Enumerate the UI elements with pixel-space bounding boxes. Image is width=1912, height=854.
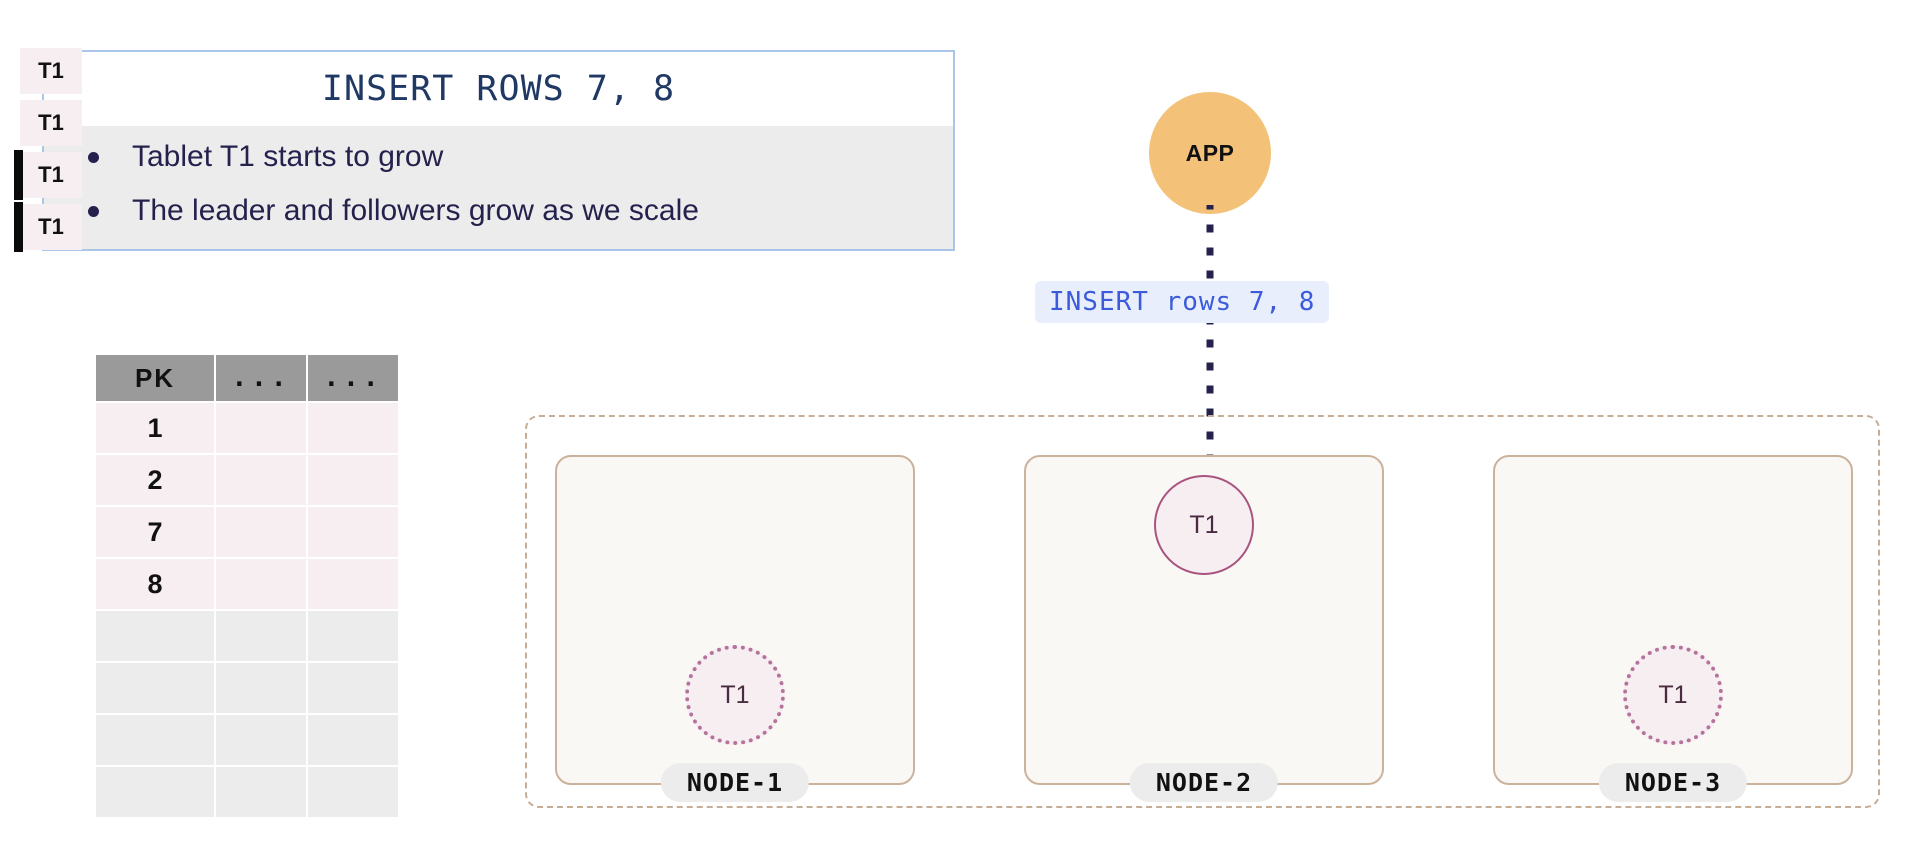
column-header-ellipsis-2: ... — [308, 355, 398, 401]
callout-title: INSERT ROWS 7, 8 — [44, 52, 953, 126]
table-row — [96, 611, 400, 661]
callout-box: INSERT ROWS 7, 8 Tablet T1 starts to gro… — [42, 50, 955, 251]
bullet-text: The leader and followers grow as we scal… — [132, 194, 699, 227]
cell-col2 — [216, 559, 306, 609]
tablet-tag: T1 — [14, 150, 82, 200]
insert-request-text: INSERT rows 7, 8 — [1049, 287, 1316, 317]
cluster-boundary: T1 NODE-1 T1 NODE-2 T1 NODE-3 — [525, 415, 1880, 808]
list-item: Tablet T1 starts to grow — [44, 130, 953, 184]
cell-col3 — [308, 455, 398, 505]
list-item: The leader and followers grow as we scal… — [44, 184, 953, 238]
cell-pk: 7 — [96, 507, 214, 557]
insert-request-label: INSERT rows 7, 8 — [1035, 281, 1330, 323]
bullet-dot-icon — [88, 151, 99, 163]
tablet-label: T1 — [1658, 680, 1688, 709]
node-2-label: NODE-2 — [1129, 763, 1279, 802]
cell-pk: 1 — [96, 403, 214, 453]
tablet-tag: T1 — [20, 48, 82, 94]
tablet-label: T1 — [1189, 510, 1219, 539]
node-2[interactable]: T1 NODE-2 — [1024, 455, 1384, 802]
cell-col3 — [308, 715, 398, 765]
table-row: 7 — [96, 507, 400, 557]
table-row — [96, 663, 400, 713]
app-node: APP — [1149, 92, 1271, 214]
table-row: 8 — [96, 559, 400, 609]
cell-col2 — [216, 611, 306, 661]
column-header-pk: PK — [96, 355, 214, 401]
cell-col2 — [216, 403, 306, 453]
tablet-label: T1 — [720, 680, 750, 709]
bullet-dot-icon — [88, 205, 99, 217]
cell-col2 — [216, 767, 306, 817]
cell-col3 — [308, 611, 398, 661]
table-row: 1 — [96, 403, 400, 453]
tablet-follower-node-1: T1 — [685, 645, 785, 745]
table-row — [96, 767, 400, 817]
node-3-label: NODE-3 — [1598, 763, 1748, 802]
new-row-marker-icon — [14, 202, 23, 252]
tablet-tag: T1 — [14, 202, 82, 252]
bullet-text: Tablet T1 starts to grow — [132, 140, 444, 173]
cell-pk — [96, 715, 214, 765]
cell-pk — [96, 767, 214, 817]
callout-bullet-list: Tablet T1 starts to grow The leader and … — [44, 126, 953, 249]
app-label: APP — [1185, 139, 1235, 166]
cell-col3 — [308, 559, 398, 609]
pk-table: PK ... ... 1 2 7 8 — [96, 355, 400, 819]
cell-col3 — [308, 507, 398, 557]
cell-pk — [96, 663, 214, 713]
new-row-marker-icon — [14, 150, 23, 200]
tablet-tag: T1 — [20, 100, 82, 146]
column-header-ellipsis-1: ... — [216, 355, 306, 401]
cell-pk: 2 — [96, 455, 214, 505]
table-header-row: PK ... ... — [96, 355, 400, 401]
tablet-tag-label: T1 — [38, 58, 64, 83]
cell-col2 — [216, 715, 306, 765]
cell-col2 — [216, 663, 306, 713]
cell-col2 — [216, 507, 306, 557]
node-1-label: NODE-1 — [660, 763, 810, 802]
cell-col2 — [216, 455, 306, 505]
node-3[interactable]: T1 NODE-3 — [1493, 455, 1853, 802]
tablet-follower-node-3: T1 — [1623, 645, 1723, 745]
tablet-tag-label: T1 — [38, 214, 64, 239]
table-row: 2 — [96, 455, 400, 505]
tablet-tag-label: T1 — [38, 110, 64, 135]
tablet-tag-label: T1 — [38, 162, 64, 187]
cell-pk: 8 — [96, 559, 214, 609]
cell-pk — [96, 611, 214, 661]
table-row — [96, 715, 400, 765]
tablet-leader-node-2: T1 — [1154, 475, 1254, 575]
cell-col3 — [308, 767, 398, 817]
cell-col3 — [308, 663, 398, 713]
node-1[interactable]: T1 NODE-1 — [555, 455, 915, 802]
cell-col3 — [308, 403, 398, 453]
